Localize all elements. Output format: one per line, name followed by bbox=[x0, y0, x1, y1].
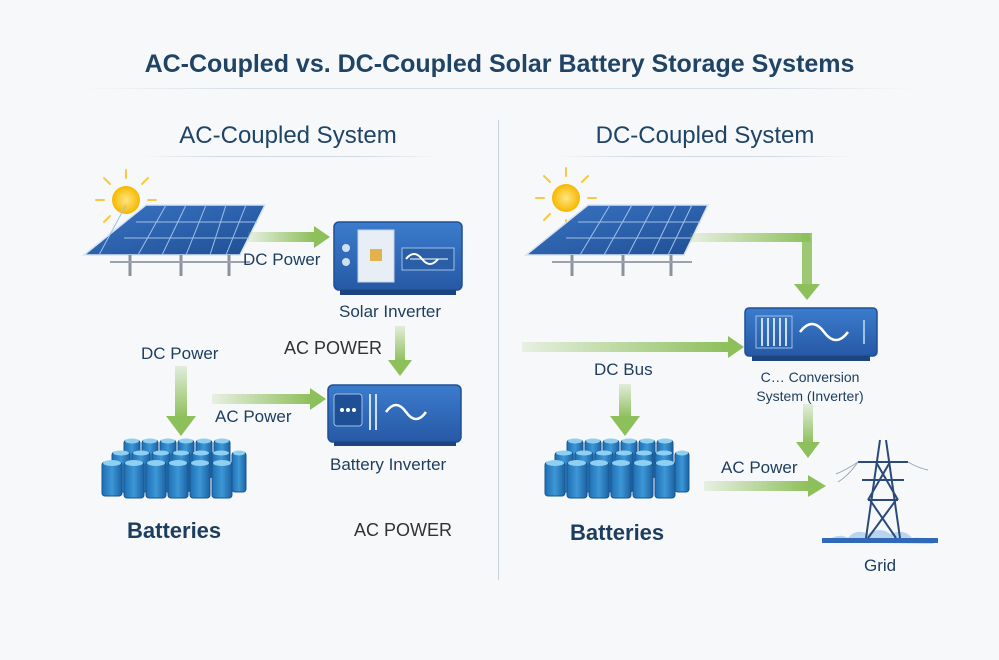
page-title: AC-Coupled vs. DC-Coupled Solar Battery … bbox=[144, 50, 855, 78]
dc-arrow-panel-to-inverter bbox=[690, 233, 820, 300]
ac-arrow-dc-power-top bbox=[248, 226, 330, 248]
ac-label-ac-power: AC Power bbox=[215, 407, 292, 426]
ac-title-rule bbox=[140, 156, 440, 157]
solar-inverter-icon bbox=[333, 221, 463, 295]
dc-arrow-batteries bbox=[610, 384, 640, 436]
conversion-label-line2: System (Inverter) bbox=[756, 388, 864, 404]
battery-inverter-label: Battery Inverter bbox=[330, 455, 447, 474]
dc-arrow-ac-power bbox=[704, 475, 826, 497]
ac-battery-bank-icon bbox=[101, 438, 247, 499]
dc-bus-label: DC Bus bbox=[594, 360, 653, 379]
ac-label-dc-power-top: DC Power bbox=[243, 250, 321, 269]
dc-battery-bank-icon bbox=[544, 438, 690, 499]
ac-label-ac-power-caps-2: AC POWER bbox=[354, 520, 453, 540]
ac-arrow-ac-power-down bbox=[388, 326, 412, 376]
conversion-label-line1: C… Conversion bbox=[760, 369, 860, 385]
grid-label: Grid bbox=[864, 556, 897, 575]
dc-label-ac-power: AC Power bbox=[721, 458, 798, 477]
ac-arrow-dc-power-left bbox=[166, 366, 196, 436]
ac-label-dc-power-left: DC Power bbox=[141, 344, 219, 363]
section-divider bbox=[498, 120, 499, 580]
dc-arrow-dc-bus bbox=[522, 336, 744, 358]
dc-batteries-label: Batteries bbox=[570, 520, 665, 545]
ac-batteries-label: Batteries bbox=[127, 518, 222, 543]
conversion-system-icon bbox=[744, 307, 878, 361]
solar-inverter-label: Solar Inverter bbox=[339, 302, 442, 321]
title-divider bbox=[80, 88, 920, 89]
dc-solar-panel-icon bbox=[523, 204, 710, 276]
ac-system-title: AC-Coupled System bbox=[179, 122, 397, 149]
battery-inverter-icon bbox=[327, 384, 462, 446]
conversion-system-label: C… Conversion System (Inverter) bbox=[740, 368, 880, 406]
dc-system-title: DC-Coupled System bbox=[595, 122, 815, 149]
ac-arrow-ac-power bbox=[212, 388, 326, 410]
grid-tower-icon bbox=[822, 439, 938, 544]
dc-arrow-inverter-down bbox=[796, 404, 820, 458]
dc-title-rule bbox=[555, 156, 855, 157]
solar-panel-icon bbox=[81, 204, 267, 276]
ac-label-ac-power-caps-1: AC POWER bbox=[284, 338, 383, 358]
